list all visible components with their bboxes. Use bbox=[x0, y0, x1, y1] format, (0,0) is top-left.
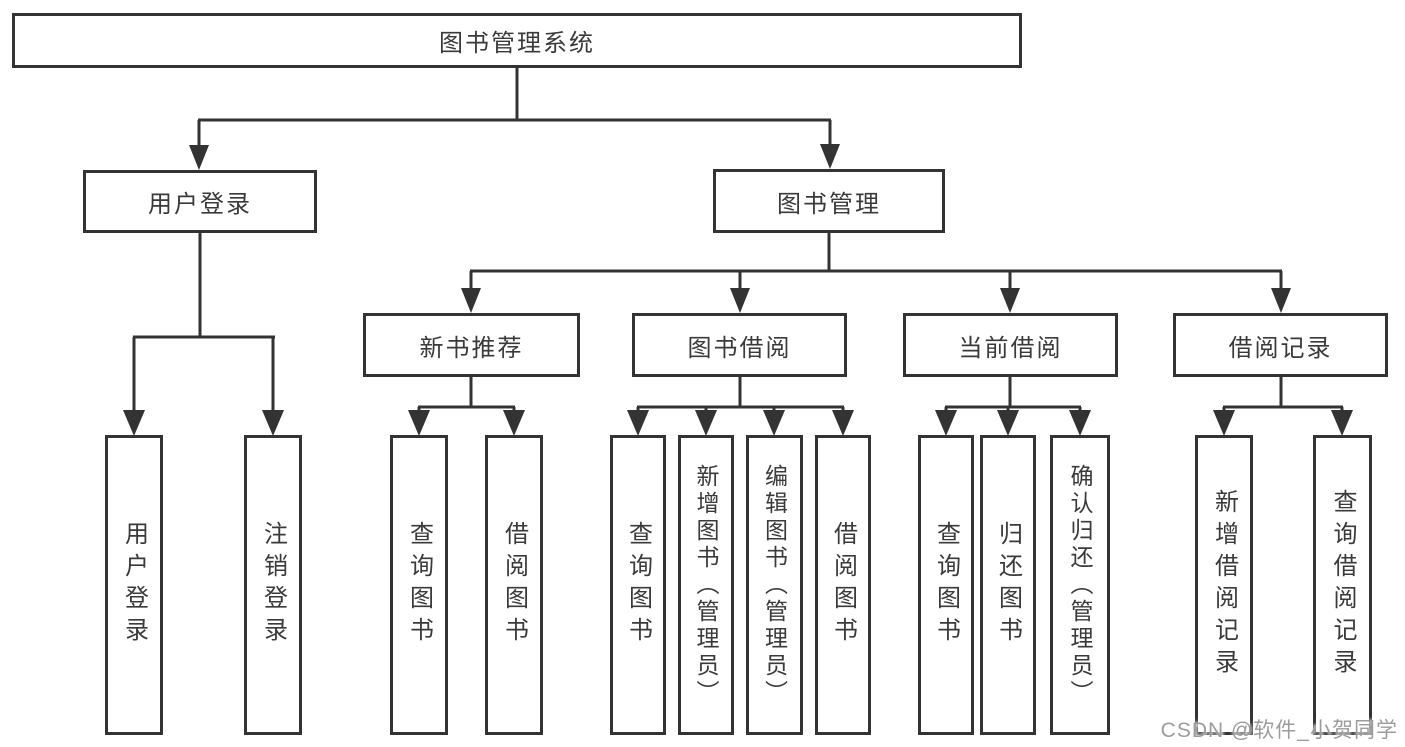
leaf-cb-return-books: 归还图书 bbox=[980, 435, 1036, 735]
leaf-nb-borrow-books: 借阅图书 bbox=[485, 435, 543, 735]
watermark: CSDN @软件_小贺同学 bbox=[1160, 719, 1398, 742]
leaf-bb-borrow-books: 借阅图书 bbox=[815, 435, 871, 735]
leaf-bb-query-books: 查询图书 bbox=[610, 435, 666, 735]
leaf-nb-query-books: 查询图书 bbox=[390, 435, 448, 735]
node-root: 图书管理系统 bbox=[12, 13, 1022, 68]
node-book-borrowing: 图书借阅 bbox=[632, 313, 847, 377]
leaf-bb-add-books-admin: 新增图书（管理员） bbox=[678, 435, 734, 735]
node-book-management: 图书管理 bbox=[713, 169, 945, 233]
node-current-borrowing: 当前借阅 bbox=[903, 313, 1118, 377]
node-new-book-recommend: 新书推荐 bbox=[363, 313, 580, 377]
leaf-br-add-record: 新增借阅记录 bbox=[1195, 435, 1253, 735]
leaf-cb-query-books: 查询图书 bbox=[918, 435, 974, 735]
leaf-cb-confirm-return-admin: 确认归还（管理员） bbox=[1050, 435, 1110, 735]
leaf-br-query-record: 查询借阅记录 bbox=[1313, 435, 1372, 735]
leaf-user-login: 用户登录 bbox=[105, 435, 163, 735]
node-user-login: 用户登录 bbox=[83, 170, 317, 233]
leaf-bb-edit-books-admin: 编辑图书（管理员） bbox=[746, 435, 803, 735]
node-borrow-records: 借阅记录 bbox=[1173, 313, 1388, 377]
leaf-logout-login: 注销登录 bbox=[244, 435, 302, 735]
